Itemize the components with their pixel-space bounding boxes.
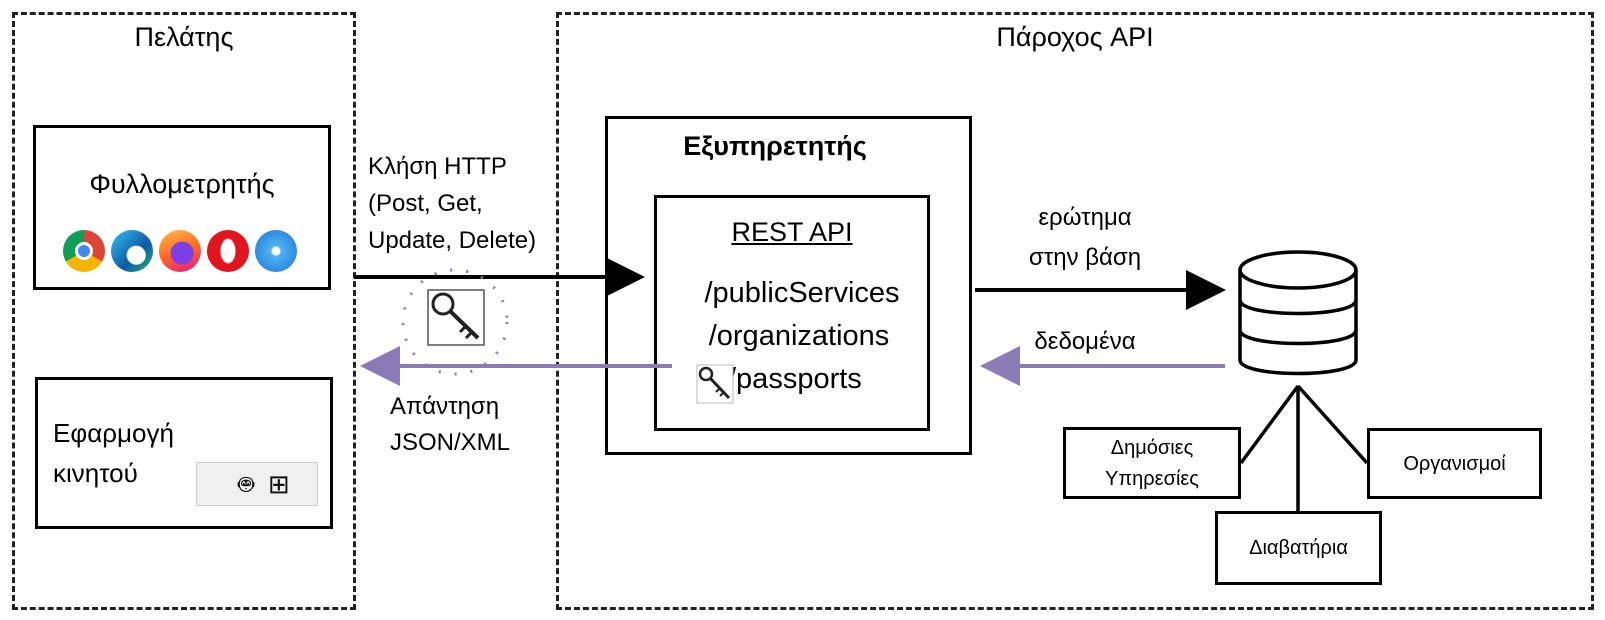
request-label-line2: (Post, Get, — [368, 190, 483, 217]
organizations-table — [1367, 428, 1542, 499]
public-services-line2: Υπηρεσίες — [1105, 468, 1199, 490]
opera-icon — [207, 230, 249, 272]
chrome-icon — [63, 230, 105, 272]
firefox-icon — [159, 230, 201, 272]
provider-region — [556, 12, 1594, 610]
db-data-label: δεδομένα — [1034, 328, 1136, 355]
database-icon — [1238, 250, 1358, 376]
db-query-label-line2: στην βάση — [1028, 244, 1142, 271]
mobile-app-label-line1: Εφαρμογή — [53, 418, 174, 448]
api-key-icon — [401, 268, 509, 376]
browser-icons — [63, 230, 297, 272]
provider-title: Πάροχος API — [996, 22, 1154, 52]
public-services-line1: Δημόσιες — [1110, 437, 1194, 459]
passports-table — [1215, 511, 1382, 585]
mobile-app-label-line2: κινητού — [53, 458, 138, 488]
passport-key-icon — [696, 364, 734, 404]
passports-label: Διαβατήρια — [1249, 537, 1348, 559]
client-title: Πελάτης — [134, 22, 234, 52]
db-to-organizations-line — [1296, 384, 1369, 465]
endpoint-organizations: /organizations — [708, 320, 890, 352]
public-services-table — [1063, 427, 1241, 499]
organizations-label: Οργανισμοί — [1403, 453, 1506, 475]
response-label-line2: JSON/XML — [390, 429, 511, 456]
os-icons: 🤖︎ ⊞ — [196, 462, 318, 506]
rest-api-title: REST API — [731, 217, 853, 247]
response-label-line1: Απάντηση — [390, 393, 500, 420]
browser-label: Φυλλομετρητής — [89, 169, 275, 199]
endpoint-public-services: /publicServices — [704, 277, 900, 309]
safari-icon — [255, 230, 297, 272]
request-label-line1: Κλήση HTTP — [368, 153, 507, 180]
windows-icon: ⊞ — [267, 469, 290, 499]
db-to-public-services-line — [1239, 384, 1300, 465]
edge-icon — [111, 230, 153, 272]
client-region — [12, 12, 356, 610]
server-title: Εξυπηρετητής — [683, 131, 867, 161]
request-label-line3: Update, Delete) — [368, 227, 537, 254]
endpoint-passports: /passports — [728, 363, 862, 395]
db-query-label-line1: ερώτημα — [1038, 204, 1132, 231]
android-icon: 🤖︎ — [238, 469, 254, 499]
